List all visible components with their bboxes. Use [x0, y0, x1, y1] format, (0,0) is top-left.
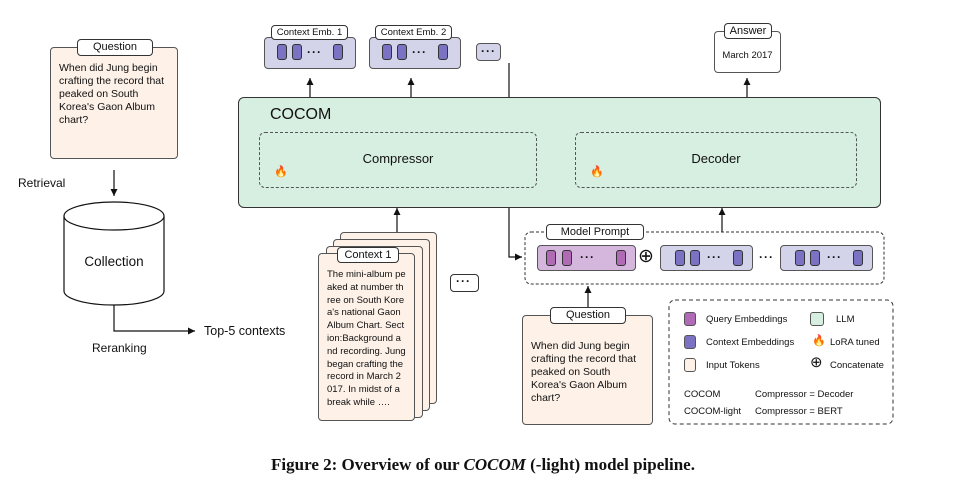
question-card-left: When did Jung begin crafting the record …	[50, 47, 178, 159]
context-token	[397, 44, 407, 60]
context-emb-2-group: ···	[369, 37, 461, 69]
context-card-front: The mini-album peaked at number three on…	[318, 253, 415, 421]
ellipsis: ···	[580, 250, 595, 264]
model-prompt-outline	[524, 231, 885, 285]
context-token	[292, 44, 302, 60]
ellipsis: ···	[707, 250, 722, 264]
context-token	[333, 44, 343, 60]
ellipsis: ···	[481, 44, 496, 58]
retrieval-label: Retrieval	[18, 176, 66, 190]
collection-cylinder	[63, 201, 165, 306]
query-token	[616, 250, 626, 266]
legend-llm-swatch	[810, 312, 824, 326]
legend-row2-desc: Compressor = BERT	[755, 406, 843, 417]
legend-input-label: Input Tokens	[706, 360, 760, 371]
concatenate-symbol: ⊕	[638, 246, 654, 267]
more-embeddings: ···	[476, 43, 501, 61]
legend-context-swatch	[684, 335, 696, 349]
ellipsis: ···	[307, 45, 322, 59]
legend-row1-name: COCOM	[684, 389, 721, 400]
question-text-bottom: When did Jung begin crafting the record …	[531, 340, 637, 404]
arrow-to-top5	[113, 305, 195, 335]
legend-row1-desc: Compressor = Decoder	[755, 389, 854, 400]
model-prompt-tag: Model Prompt	[546, 224, 644, 240]
collection-label: Collection	[84, 254, 144, 269]
cocom-title: COCOM	[270, 106, 332, 123]
cocom-block: COCOM Compressor 🔥 Decoder 🔥	[238, 97, 881, 208]
legend-concatenate-label: Concatenate	[830, 360, 884, 371]
query-token	[546, 250, 556, 266]
decoder-box: Decoder 🔥	[575, 132, 857, 188]
figure-caption: Figure 2: Overview of our COCOM (-light)…	[0, 455, 966, 475]
context-token	[438, 44, 448, 60]
context-emb-2-tag: Context Emb. 2	[375, 25, 452, 40]
context-token	[382, 44, 392, 60]
legend-row2-name: COCOM-light	[684, 406, 742, 417]
fire-icon: 🔥	[274, 166, 288, 178]
context-token	[810, 250, 820, 266]
legend-lora-label: LoRA tuned	[830, 337, 880, 348]
legend-llm-label: LLM	[836, 314, 855, 325]
context-emb-1-tag: Context Emb. 1	[271, 25, 348, 40]
more-contexts: ···	[450, 274, 479, 292]
concatenate-icon: ⊕	[810, 354, 823, 371]
top5-label: Top-5 contexts	[204, 324, 286, 338]
context-token	[675, 250, 685, 266]
context-token	[853, 250, 863, 266]
compressor-label: Compressor	[362, 151, 434, 166]
context-token	[795, 250, 805, 266]
question-text-left: When did Jung begin crafting the record …	[59, 62, 165, 126]
fire-icon: 🔥	[812, 335, 826, 347]
question-card-bottom: When did Jung begin crafting the record …	[522, 315, 653, 425]
context-text: The mini-album peaked at number three on…	[327, 269, 406, 408]
caption-emphasis: COCOM	[463, 455, 526, 474]
query-embedding-group: ···	[537, 245, 636, 271]
prompt-ellipsis: ···	[759, 250, 774, 264]
context-tag: Context 1	[337, 247, 399, 263]
legend-context-label: Context Embeddings	[706, 337, 795, 348]
prompt-context-group-1: ···	[660, 245, 753, 271]
fire-icon: 🔥	[590, 166, 604, 178]
ellipsis: ···	[456, 274, 471, 288]
compressor-box: Compressor 🔥	[259, 132, 537, 188]
question-tag-bottom: Question	[550, 307, 626, 324]
prompt-context-group-2: ···	[780, 245, 873, 271]
question-tag-left: Question	[77, 39, 153, 56]
context-token	[690, 250, 700, 266]
answer-tag: Answer	[724, 23, 772, 39]
ellipsis: ···	[412, 45, 427, 59]
query-token	[562, 250, 572, 266]
caption-prefix: Figure 2: Overview of our	[271, 455, 464, 474]
context-token	[733, 250, 743, 266]
context-token	[277, 44, 287, 60]
context-emb-1-group: ···	[264, 37, 356, 69]
decoder-label: Decoder	[691, 151, 741, 166]
caption-suffix: (-light) model pipeline.	[525, 455, 695, 474]
legend-query-label: Query Embeddings	[706, 314, 788, 325]
answer-text: March 2017	[722, 50, 773, 61]
legend-query-swatch	[684, 312, 696, 326]
legend-outline	[668, 299, 894, 425]
legend-input-swatch	[684, 358, 696, 372]
ellipsis: ···	[827, 250, 842, 264]
reranking-label: Reranking	[92, 341, 147, 355]
